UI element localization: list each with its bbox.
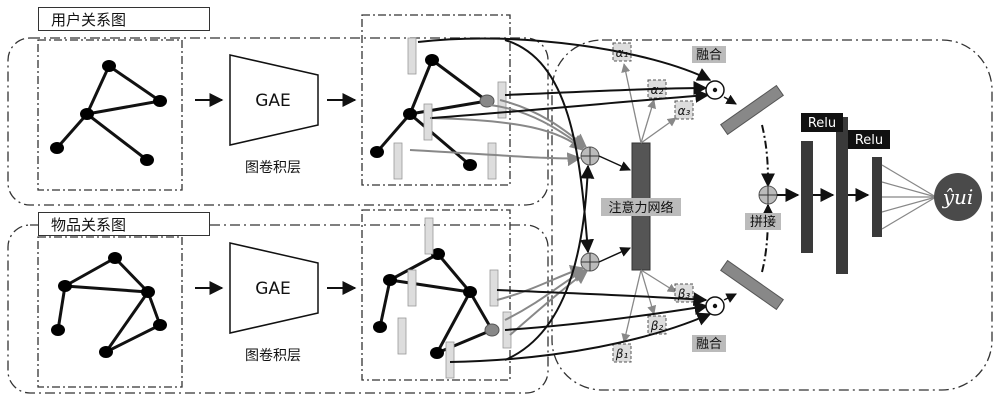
graph-node bbox=[80, 108, 94, 120]
graph-node bbox=[153, 319, 167, 331]
beta-2: β₂ bbox=[650, 319, 664, 333]
arrow bbox=[723, 94, 737, 105]
fused-vector-user bbox=[720, 84, 784, 136]
alpha-3: α₃ bbox=[678, 104, 691, 118]
graph-node bbox=[153, 95, 167, 107]
item-branch-region bbox=[7, 224, 549, 394]
graph-node bbox=[99, 346, 113, 358]
item-embedded-graph bbox=[378, 252, 494, 355]
concat-node bbox=[758, 185, 778, 205]
user-graph bbox=[55, 64, 161, 162]
dot-product-node-item bbox=[705, 296, 725, 316]
beta-1: β₁ bbox=[615, 347, 629, 361]
graph-node bbox=[102, 60, 116, 72]
sum-node-user bbox=[580, 146, 600, 166]
relu-tag-1: Relu bbox=[808, 116, 836, 131]
graph-node bbox=[463, 286, 477, 298]
arrow bbox=[598, 155, 631, 171]
user-graph-nodes bbox=[50, 60, 167, 166]
graph-node bbox=[58, 280, 72, 292]
target-item-node bbox=[484, 323, 500, 337]
alpha-2: α₂ bbox=[651, 83, 664, 97]
concat-path-top bbox=[760, 124, 775, 188]
item-graph-title: 物品关系图 bbox=[38, 212, 210, 236]
user-layer-caption: 图卷积层 bbox=[245, 160, 301, 176]
concat-label: 拼接 bbox=[750, 214, 776, 230]
graph-node bbox=[383, 274, 397, 286]
concat-path-bottom bbox=[760, 203, 775, 273]
graph-node bbox=[141, 286, 155, 298]
user-graph-title: 用户关系图 bbox=[38, 7, 210, 31]
attention-label-bg bbox=[601, 198, 681, 216]
mlp-hidden-bar-2 bbox=[872, 157, 882, 237]
graph-node bbox=[370, 146, 384, 158]
arrow bbox=[598, 247, 631, 263]
item-gae-trapezoid bbox=[229, 242, 319, 334]
graph-node bbox=[463, 159, 477, 171]
alpha-weights: α₁ α₂ α₃ bbox=[612, 42, 694, 120]
user-graph-box bbox=[37, 39, 183, 191]
fusion-label-top: 融合 bbox=[696, 48, 722, 63]
graph-node bbox=[140, 154, 154, 166]
item-gae-label: GAE bbox=[255, 279, 291, 299]
relu-tag-2: Relu bbox=[855, 133, 883, 148]
fusion-label-bottom-bg bbox=[692, 335, 726, 352]
sum-node-item bbox=[580, 252, 600, 272]
graph-node bbox=[425, 54, 439, 66]
graph-node bbox=[430, 347, 444, 359]
arrow bbox=[723, 293, 737, 303]
graph-node bbox=[51, 324, 65, 336]
concat-label-bg bbox=[745, 213, 781, 230]
dot-product-node-user bbox=[705, 80, 725, 100]
embedding-vectors-item bbox=[397, 217, 512, 379]
fused-vector-item bbox=[720, 259, 784, 311]
prediction-output-circle bbox=[934, 173, 982, 221]
target-user-node bbox=[479, 94, 495, 108]
graph-node bbox=[50, 142, 64, 154]
fusion-label-bottom: 融合 bbox=[696, 337, 722, 352]
attention-label: 注意力网络 bbox=[608, 200, 673, 216]
graph-node bbox=[403, 108, 417, 120]
user-gae-label: GAE bbox=[255, 91, 291, 111]
mlp-input-bar bbox=[801, 141, 813, 253]
user-embedding-box bbox=[361, 14, 511, 186]
graph-node bbox=[373, 321, 387, 333]
mlp-hidden-bar-1 bbox=[836, 117, 848, 274]
relu-tag-2-bg bbox=[848, 130, 890, 149]
graph-node bbox=[108, 252, 122, 264]
fusion-region bbox=[551, 39, 993, 391]
item-graph-box bbox=[37, 236, 183, 388]
item-embedding-box bbox=[361, 209, 511, 381]
user-gae-trapezoid bbox=[229, 54, 319, 146]
fusion-label-top-bg bbox=[692, 46, 726, 63]
user-embedded-graph bbox=[375, 58, 488, 167]
beta-weights: β₃ β₂ β₁ bbox=[612, 283, 694, 363]
user-branch-region bbox=[7, 37, 549, 206]
graph-node bbox=[431, 248, 445, 260]
relu-tag-1-bg bbox=[801, 113, 843, 132]
item-layer-caption: 图卷积层 bbox=[245, 348, 301, 364]
prediction-output-symbol: ŷui bbox=[942, 185, 974, 209]
item-graph bbox=[56, 256, 162, 354]
